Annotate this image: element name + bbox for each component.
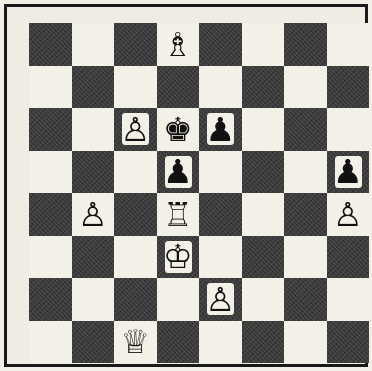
- square-c2[interactable]: [114, 278, 157, 321]
- square-f7[interactable]: [242, 66, 285, 109]
- square-c7[interactable]: [114, 66, 157, 109]
- square-h6[interactable]: [327, 108, 370, 151]
- square-g6[interactable]: [284, 108, 327, 151]
- black-pawn-icon[interactable]: ♟: [163, 155, 193, 188]
- square-d7[interactable]: [157, 66, 200, 109]
- chess-board: ♗ ♙ ♚ ♟ ♟ ♟ ♙ ♖ ♙ ♔ ♙ ♕: [29, 23, 369, 363]
- square-h3[interactable]: [327, 236, 370, 279]
- black-pawn-icon[interactable]: ♟: [333, 155, 363, 188]
- white-rook-icon[interactable]: ♖: [163, 198, 193, 231]
- square-b1[interactable]: [72, 321, 115, 364]
- square-d5[interactable]: ♟: [157, 151, 200, 194]
- square-c8[interactable]: [114, 23, 157, 66]
- square-f4[interactable]: [242, 193, 285, 236]
- square-c4[interactable]: [114, 193, 157, 236]
- square-g3[interactable]: [284, 236, 327, 279]
- square-b6[interactable]: [72, 108, 115, 151]
- square-c3[interactable]: [114, 236, 157, 279]
- square-f5[interactable]: [242, 151, 285, 194]
- square-a4[interactable]: [29, 193, 72, 236]
- square-g7[interactable]: [284, 66, 327, 109]
- square-e3[interactable]: [199, 236, 242, 279]
- square-e1[interactable]: [199, 321, 242, 364]
- white-bishop-icon[interactable]: ♗: [163, 28, 193, 61]
- square-h1[interactable]: [327, 321, 370, 364]
- square-a8[interactable]: [29, 23, 72, 66]
- square-e7[interactable]: [199, 66, 242, 109]
- square-e6[interactable]: ♟: [199, 108, 242, 151]
- square-e8[interactable]: [199, 23, 242, 66]
- square-a5[interactable]: [29, 151, 72, 194]
- square-e4[interactable]: [199, 193, 242, 236]
- square-b4[interactable]: ♙: [72, 193, 115, 236]
- square-c5[interactable]: [114, 151, 157, 194]
- square-h7[interactable]: [327, 66, 370, 109]
- square-c6[interactable]: ♙: [114, 108, 157, 151]
- square-e5[interactable]: [199, 151, 242, 194]
- square-b2[interactable]: [72, 278, 115, 321]
- square-h8[interactable]: [327, 23, 370, 66]
- square-a3[interactable]: [29, 236, 72, 279]
- square-d4[interactable]: ♖: [157, 193, 200, 236]
- square-e2[interactable]: ♙: [199, 278, 242, 321]
- square-d2[interactable]: [157, 278, 200, 321]
- square-g1[interactable]: [284, 321, 327, 364]
- square-d8[interactable]: ♗: [157, 23, 200, 66]
- square-b7[interactable]: [72, 66, 115, 109]
- square-g5[interactable]: [284, 151, 327, 194]
- square-h5[interactable]: ♟: [327, 151, 370, 194]
- square-a7[interactable]: [29, 66, 72, 109]
- square-f6[interactable]: [242, 108, 285, 151]
- square-g8[interactable]: [284, 23, 327, 66]
- square-b5[interactable]: [72, 151, 115, 194]
- square-c1[interactable]: ♕: [114, 321, 157, 364]
- square-f3[interactable]: [242, 236, 285, 279]
- square-b3[interactable]: [72, 236, 115, 279]
- square-g4[interactable]: [284, 193, 327, 236]
- white-pawn-icon[interactable]: ♙: [78, 198, 108, 231]
- white-queen-icon[interactable]: ♕: [120, 325, 150, 358]
- white-pawn-icon[interactable]: ♙: [333, 198, 363, 231]
- square-d3[interactable]: ♔: [157, 236, 200, 279]
- square-d6[interactable]: ♚: [157, 108, 200, 151]
- white-king-icon[interactable]: ♔: [163, 240, 193, 273]
- black-pawn-icon[interactable]: ♟: [205, 113, 235, 146]
- square-b8[interactable]: [72, 23, 115, 66]
- square-f2[interactable]: [242, 278, 285, 321]
- square-f8[interactable]: [242, 23, 285, 66]
- board-frame: ♗ ♙ ♚ ♟ ♟ ♟ ♙ ♖ ♙ ♔ ♙ ♕: [4, 4, 368, 367]
- square-h4[interactable]: ♙: [327, 193, 370, 236]
- black-king-icon[interactable]: ♚: [163, 113, 193, 146]
- white-pawn-icon[interactable]: ♙: [205, 283, 235, 316]
- square-a6[interactable]: [29, 108, 72, 151]
- square-h2[interactable]: [327, 278, 370, 321]
- square-a2[interactable]: [29, 278, 72, 321]
- square-f1[interactable]: [242, 321, 285, 364]
- white-pawn-icon[interactable]: ♙: [120, 113, 150, 146]
- square-d1[interactable]: [157, 321, 200, 364]
- square-g2[interactable]: [284, 278, 327, 321]
- square-a1[interactable]: [29, 321, 72, 364]
